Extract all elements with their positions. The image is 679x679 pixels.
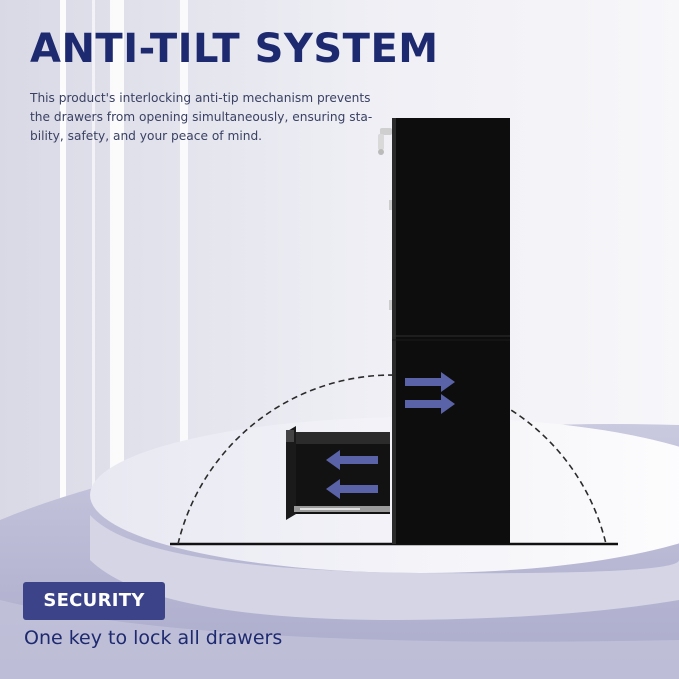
tagline-text: One key to lock all drawers [24,627,283,649]
side-handle [389,300,392,310]
right-arrow-icon [405,372,455,392]
lock-key-icon [378,128,392,155]
podium-rim-lower [0,600,679,679]
cabinet-body [392,118,510,544]
light-stripe [92,0,95,679]
right-arrow-icon [405,394,455,414]
open-drawer [286,426,390,520]
side-handle [389,200,392,210]
left-arrow-icon [326,450,378,470]
cabinet-side-edge [392,118,396,544]
description-text: This product's interlocking anti-tip mec… [30,91,373,143]
security-badge: SECURITY [23,582,165,620]
light-stripe [60,0,66,679]
page-title: ANTI-TILT SYSTEM [30,26,439,72]
light-stripe [180,0,188,679]
left-arrow-icon [326,479,378,499]
podium-rim [90,515,679,620]
